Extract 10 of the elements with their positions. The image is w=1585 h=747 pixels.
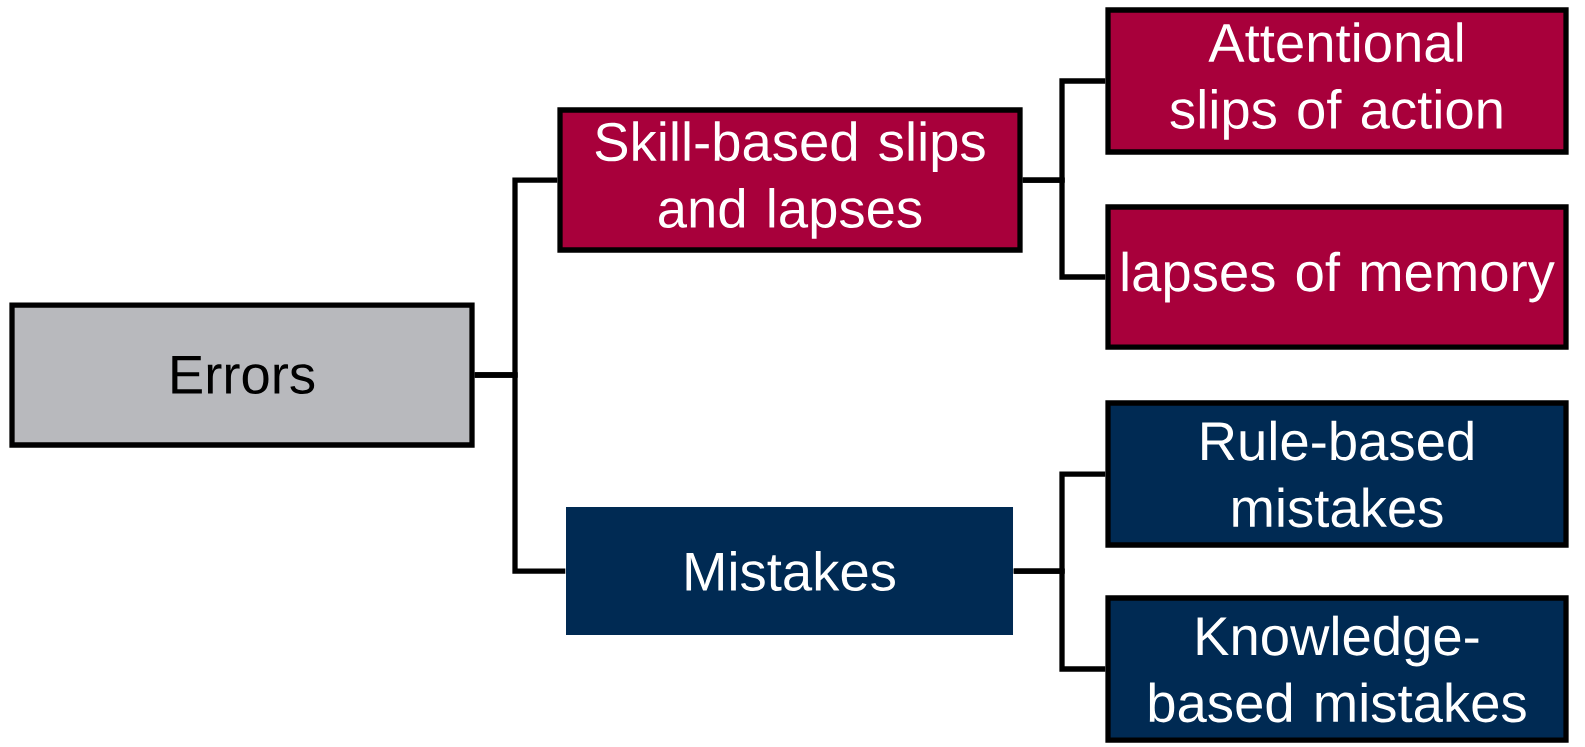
subcategory-box: lapses of memory xyxy=(1105,204,1569,350)
category-box: Skill-based slips and lapses xyxy=(557,107,1023,253)
subcategory-box: Knowledge-based mistakes xyxy=(1105,595,1569,743)
category-box: Errors xyxy=(9,302,475,448)
subcategory-box: Rule-based mistakes xyxy=(1105,400,1569,548)
connector-line xyxy=(1013,568,1106,672)
connector-line xyxy=(1022,177,1106,280)
subcategory-box: Attentional slips of action xyxy=(1105,7,1569,155)
connector-line xyxy=(474,372,566,574)
category-box: Mistakes xyxy=(566,507,1013,635)
